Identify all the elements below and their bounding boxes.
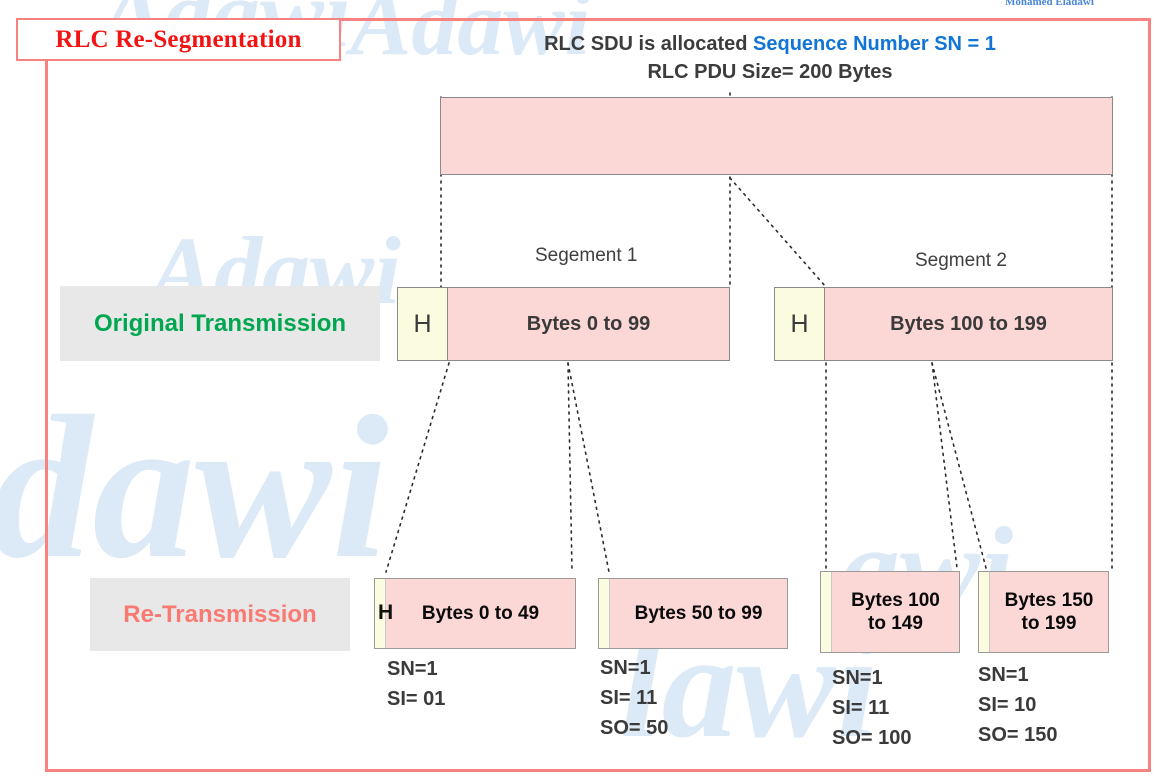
annotation-so: SO= 100 xyxy=(832,727,912,749)
pdu-body-label: Bytes 0 to 49 xyxy=(421,603,540,624)
retransmission-pdu-2: Bytes 50 to 99 xyxy=(598,578,788,649)
annotation-si: SI= 10 xyxy=(978,694,1037,716)
pdu-body-cell: Bytes 0 to 49 xyxy=(386,579,575,648)
segment-caption-2: Segment 2 xyxy=(915,250,1007,271)
diagram-frame xyxy=(45,18,1151,772)
retransmission-header-marker: H xyxy=(378,601,394,624)
annotation-sn: SN=1 xyxy=(600,657,651,679)
header-line-1: RLC SDU is allocated Sequence Number SN … xyxy=(420,30,1120,58)
retransmission-label: Re-Transmission xyxy=(90,578,350,651)
annotation-sn: SN=1 xyxy=(978,664,1029,686)
pdu-body-label: Bytes 50 to 99 xyxy=(634,603,763,624)
segment-caption-1: Segement 1 xyxy=(535,245,638,266)
annotation-si: SI= 11 xyxy=(600,687,658,709)
header-line-1-highlight: Sequence Number SN = 1 xyxy=(753,33,996,55)
pdu-body-cell: Bytes 100 to 199 xyxy=(825,288,1112,360)
pdu-body-label: Bytes 0 to 99 xyxy=(526,312,651,335)
rlc-sdu-bar xyxy=(440,97,1113,175)
pdu-header-cell: H xyxy=(775,288,825,360)
annotation-sn: SN=1 xyxy=(832,667,883,689)
diagram-title-box: RLC Re-Segmentation xyxy=(16,18,341,61)
annotation-so: SO= 50 xyxy=(600,717,669,739)
retransmission-pdu-1: Bytes 0 to 49 xyxy=(374,578,576,649)
header-line-1-prefix: RLC SDU is allocated xyxy=(544,33,754,55)
retransmission-text: Re-Transmission xyxy=(123,600,317,628)
annotation-si: SI= 01 xyxy=(387,688,446,710)
original-transmission-text: Original Transmission xyxy=(93,309,347,337)
annotation-group-2: SN=1 SI= 11 SO= 50 xyxy=(600,653,668,743)
author-watermark: Mohamed Eladawi xyxy=(1005,0,1094,8)
pdu-body-cell: Bytes 50 to 99 xyxy=(610,579,787,648)
pdu-header-strip xyxy=(979,572,990,652)
pdu-header-strip xyxy=(599,579,610,648)
annotation-group-1: SN=1 SI= 01 xyxy=(387,654,445,714)
header-text-block: RLC SDU is allocated Sequence Number SN … xyxy=(420,30,1120,86)
original-transmission-label: Original Transmission xyxy=(60,286,380,361)
annotation-group-4: SN=1 SI= 10 SO= 150 xyxy=(978,660,1058,750)
pdu-header-strip xyxy=(375,579,386,648)
pdu-header-strip xyxy=(821,572,832,652)
original-pdu-segment-1: H Bytes 0 to 99 xyxy=(397,287,730,361)
pdu-header-cell: H xyxy=(398,288,448,360)
annotation-group-3: SN=1 SI= 11 SO= 100 xyxy=(832,663,912,753)
annotation-so: SO= 150 xyxy=(978,724,1058,746)
pdu-header-label: H xyxy=(790,309,809,338)
pdu-body-label: Bytes 100 to 199 xyxy=(890,312,1047,335)
pdu-header-label: H xyxy=(413,309,432,338)
header-line-2: RLC PDU Size= 200 Bytes xyxy=(647,61,893,83)
page-title: RLC Re-Segmentation xyxy=(55,25,302,53)
original-pdu-segment-2: H Bytes 100 to 199 xyxy=(774,287,1113,361)
annotation-si: SI= 11 xyxy=(832,697,890,719)
pdu-body-cell: Bytes 0 to 99 xyxy=(448,288,729,360)
annotation-sn: SN=1 xyxy=(387,658,438,680)
